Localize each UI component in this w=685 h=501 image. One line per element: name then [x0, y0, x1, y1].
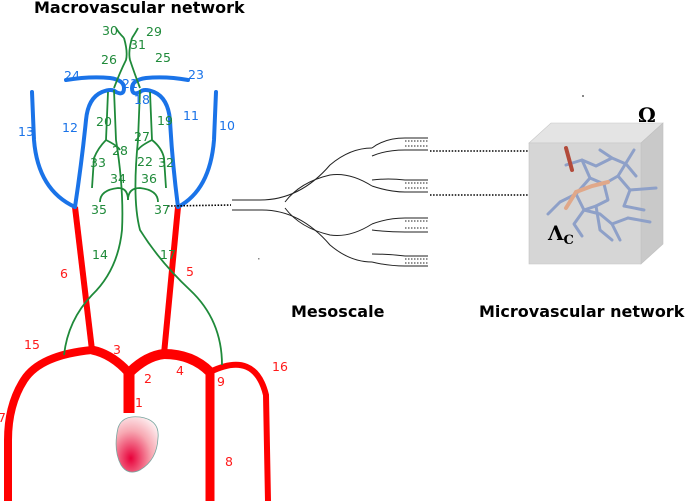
label-34: 34	[110, 171, 126, 186]
label-20: 20	[96, 114, 112, 129]
label-13: 13	[18, 124, 34, 139]
vessel-labels-red: 1 2 3 4 5 6 7 8 9 15 16	[0, 264, 288, 469]
vessel-20	[91, 91, 109, 189]
vessel-19	[149, 91, 167, 189]
microvascular-title: Microvascular network	[479, 302, 685, 321]
vessel-28	[105, 139, 121, 151]
omega-symbol: Ω	[638, 103, 656, 127]
micro-vessel-network	[546, 148, 658, 242]
label-4: 4	[176, 363, 184, 378]
vessel-4	[163, 349, 214, 376]
label-17: 17	[160, 247, 176, 262]
label-2: 2	[144, 371, 152, 386]
vessel-25	[128, 37, 141, 89]
heart-icon	[115, 416, 159, 473]
vessel-34	[99, 187, 129, 203]
lambda-c-symbol: ΛC	[547, 221, 574, 248]
vessel-30	[115, 27, 125, 39]
vessel-12	[73, 88, 118, 209]
vessel-labels-green: 14 17 19 20 22 25 26 27 28 29 30 31 32 3…	[90, 23, 176, 262]
label-11: 11	[183, 108, 199, 123]
meso-branch-4	[371, 178, 428, 181]
label-15: 15	[24, 337, 40, 352]
label-9: 9	[217, 374, 225, 389]
cube-side-face	[640, 122, 664, 265]
meso-branch-2	[371, 149, 428, 157]
vessel-labels-blue: 10 11 12 13 18 21 23 24	[18, 67, 235, 139]
label-35: 35	[91, 202, 107, 217]
meso-inner-bottom	[284, 207, 373, 236]
label-27: 27	[134, 129, 150, 144]
meso-branch-1	[371, 137, 428, 149]
label-1: 1	[135, 395, 143, 410]
label-33: 33	[90, 155, 106, 170]
microvascular-cube-icon: Ω ΛC	[528, 103, 664, 265]
label-8: 8	[225, 454, 233, 469]
meso-branch-3	[371, 185, 428, 193]
vessel-26	[113, 37, 128, 89]
meso-branch-6	[371, 229, 428, 233]
vessel-18	[129, 75, 190, 96]
label-23: 23	[188, 67, 204, 82]
scale-connectors	[167, 150, 575, 207]
label-25: 25	[155, 50, 171, 65]
vessel-17	[134, 89, 223, 366]
label-28: 28	[112, 143, 128, 158]
label-21: 21	[122, 76, 138, 91]
vessel-10	[176, 90, 218, 209]
label-16: 16	[272, 359, 288, 374]
vessel-16	[208, 361, 271, 501]
label-7: 7	[0, 410, 6, 425]
vessel-5	[161, 206, 181, 355]
meso-branch-8	[371, 253, 428, 257]
meso-trunk-bottom	[232, 209, 373, 263]
vessel-6	[72, 206, 95, 351]
vessel-36	[127, 187, 159, 203]
vessel-14	[63, 89, 124, 356]
label-12: 12	[62, 120, 78, 135]
meso-trunk-top	[232, 147, 373, 201]
label-6: 6	[60, 266, 68, 281]
speck-2	[258, 258, 260, 260]
cerebral-tree	[63, 27, 223, 366]
meso-branch-5	[371, 217, 428, 225]
label-32: 32	[158, 155, 174, 170]
vessel-29	[131, 27, 139, 39]
vessel-15	[4, 346, 93, 501]
connector-macro-meso	[167, 204, 232, 207]
label-14: 14	[92, 247, 108, 262]
label-26: 26	[101, 52, 117, 67]
vessel-13	[30, 90, 77, 209]
label-36: 36	[141, 171, 157, 186]
venous-tree	[30, 75, 218, 209]
label-19: 19	[157, 113, 173, 128]
label-5: 5	[186, 264, 194, 279]
vessel-11	[138, 88, 180, 209]
micro-root-vessel	[564, 146, 574, 172]
label-37: 37	[154, 202, 170, 217]
label-24: 24	[64, 68, 80, 83]
label-22: 22	[137, 154, 153, 169]
vessel-21	[64, 75, 127, 96]
vessel-3	[90, 345, 133, 377]
vessel-27	[137, 139, 153, 151]
meso-branch-7	[371, 261, 428, 267]
mesoscale-title: Mesoscale	[291, 302, 385, 321]
meso-tips	[405, 140, 428, 264]
cube-front-face	[528, 142, 642, 265]
speck	[582, 95, 584, 97]
mesoscale-tree	[232, 137, 428, 267]
meso-inner-top	[284, 174, 373, 203]
label-18: 18	[134, 92, 150, 107]
label-3: 3	[113, 342, 121, 357]
label-10: 10	[219, 118, 235, 133]
label-30: 30	[102, 23, 118, 38]
macrovascular-title: Macrovascular network	[34, 0, 245, 17]
label-29: 29	[146, 24, 162, 39]
label-31: 31	[130, 37, 146, 52]
micro-highlight-vessel	[564, 180, 610, 210]
